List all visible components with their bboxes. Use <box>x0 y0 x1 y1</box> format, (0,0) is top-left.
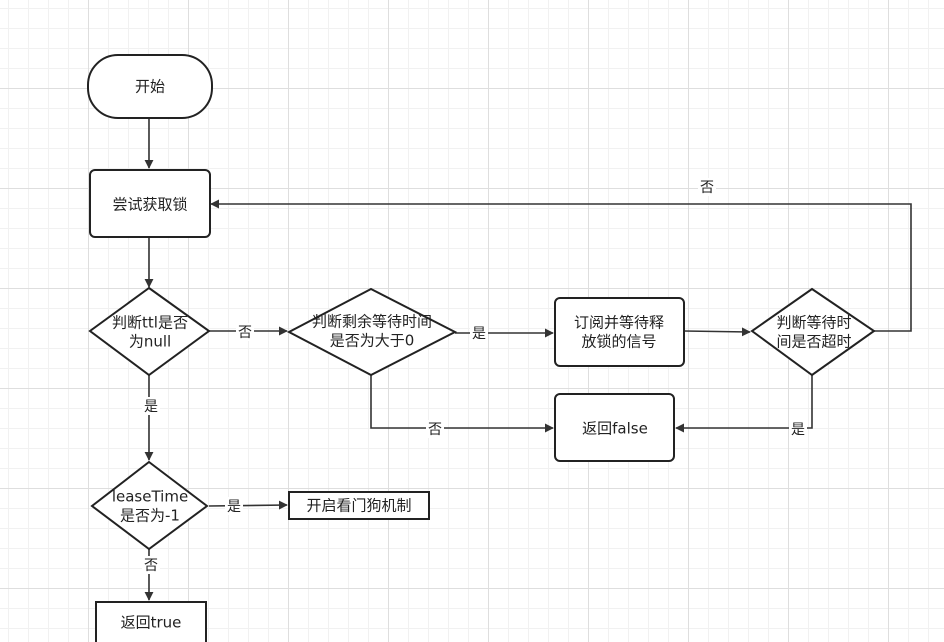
edge-timeout-yes <box>675 375 813 433</box>
lease-check-shape <box>90 460 209 551</box>
start-node[interactable]: 开始 <box>87 54 213 119</box>
lease-yes-label-bg <box>225 497 243 515</box>
lease-check-label-line1: leaseTime <box>112 488 188 506</box>
ttl-yes-label-bg <box>142 397 160 415</box>
start-label: 开始 <box>135 78 165 96</box>
wait-check-node[interactable]: 判断剩余等待时间 是否为大于0 <box>286 287 458 377</box>
watchdog-shape <box>288 491 430 520</box>
edge-lease-yes <box>208 500 288 510</box>
edge-timeout-no <box>210 199 912 332</box>
ttl-no-label-bg <box>236 323 254 341</box>
subscribe-shape <box>554 297 685 367</box>
wait-no-label: 否 <box>428 422 442 438</box>
return-true-label: 返回true <box>121 614 182 632</box>
edge-labels: 否 是 是 否 否 是 是 否 <box>142 178 807 574</box>
ttl-check-label-line2: 为null <box>129 333 171 351</box>
wait-yes-label-bg <box>470 325 488 343</box>
lease-no-label-bg <box>142 556 160 574</box>
timeout-check-label-line1: 判断等待时 <box>776 314 851 332</box>
wait-no-label-bg <box>426 420 444 438</box>
ttl-check-label-line1: 判断ttl是否 <box>112 314 188 332</box>
subscribe-label-line1: 订阅并等待释 <box>574 314 664 332</box>
timeout-no-label-bg <box>698 178 716 196</box>
lease-check-node[interactable]: leaseTime 是否为-1 <box>90 460 209 551</box>
wait-yes-label: 是 <box>472 326 486 342</box>
timeout-no-label: 否 <box>700 180 714 196</box>
return-false-node[interactable]: 返回false <box>554 393 675 462</box>
timeout-check-shape <box>750 287 876 377</box>
acquire-lock-label: 尝试获取锁 <box>112 196 187 214</box>
ttl-no-label: 否 <box>238 325 252 341</box>
lease-yes-label: 是 <box>227 499 241 515</box>
acquire-lock-node[interactable]: 尝试获取锁 <box>89 169 211 238</box>
watchdog-label: 开启看门狗机制 <box>306 497 411 515</box>
subscribe-label-line2: 放锁的信号 <box>581 333 656 351</box>
edge-wait-no <box>370 375 554 433</box>
ttl-check-shape <box>88 286 211 377</box>
timeout-yes-label: 是 <box>791 422 805 438</box>
return-true-node[interactable]: 返回true <box>95 601 207 642</box>
wait-check-label-line1: 判断剩余等待时间 <box>312 313 432 331</box>
acquire-lock-shape <box>89 169 211 238</box>
wait-check-label-line2: 是否为大于0 <box>330 332 415 350</box>
return-false-label: 返回false <box>582 420 648 438</box>
timeout-yes-label-bg <box>789 420 807 438</box>
return-false-shape <box>554 393 675 462</box>
lease-no-label: 否 <box>144 558 158 574</box>
lease-check-label-line2: 是否为-1 <box>120 507 180 525</box>
timeout-check-node[interactable]: 判断等待时 间是否超时 <box>750 287 876 377</box>
wait-check-shape <box>286 287 458 377</box>
watchdog-node[interactable]: 开启看门狗机制 <box>288 491 430 520</box>
return-true-shape <box>95 601 207 642</box>
ttl-yes-label: 是 <box>144 399 158 415</box>
subscribe-node[interactable]: 订阅并等待释 放锁的信号 <box>554 297 685 367</box>
start-shape <box>87 54 213 119</box>
edge-subscribe-to-timeout <box>683 327 751 337</box>
ttl-check-node[interactable]: 判断ttl是否 为null <box>88 286 211 377</box>
timeout-check-label-line2: 间是否超时 <box>776 333 851 351</box>
